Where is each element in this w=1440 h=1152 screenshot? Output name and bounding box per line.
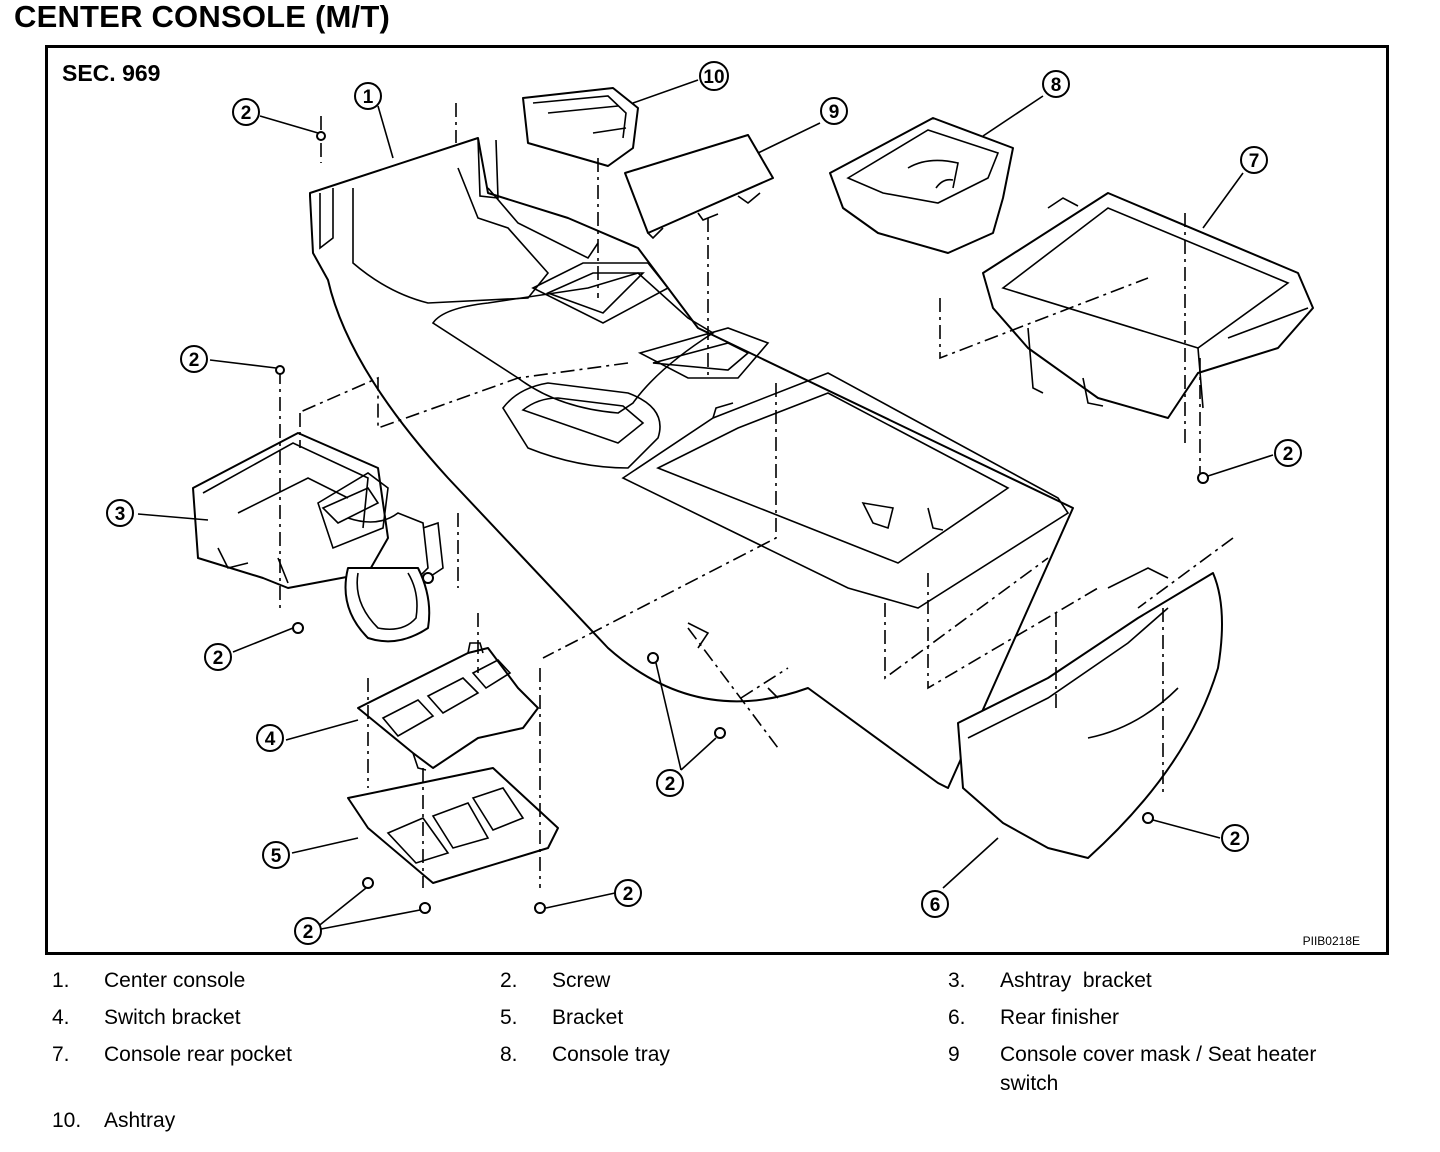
svg-text:3: 3	[115, 504, 126, 525]
console-cover-mask-part	[624, 134, 774, 240]
legend-label: Switch bracket	[104, 1006, 241, 1029]
svg-text:2: 2	[241, 103, 252, 124]
svg-text:2: 2	[1230, 829, 1241, 850]
console-tray-part	[829, 117, 1014, 254]
svg-text:2: 2	[623, 884, 634, 905]
svg-text:1: 1	[363, 87, 374, 108]
parts-legend: 1. Center console 2. Screw 3. Ashtray br…	[0, 962, 1440, 1152]
callout-2f: 2	[656, 769, 684, 797]
svg-text:2: 2	[213, 648, 224, 669]
callout-2e: 2	[614, 879, 642, 907]
callout-8: 8	[1042, 70, 1070, 98]
svg-text:6: 6	[930, 895, 941, 916]
callout-10: 10	[699, 61, 729, 91]
page-title: CENTER CONSOLE (M/T)	[14, 0, 390, 34]
legend-label: Console cover mask / Seat heater switch	[1000, 1043, 1317, 1095]
legend-number: 10.	[52, 1109, 82, 1132]
figure-code: PIIB0218E	[1302, 934, 1360, 948]
svg-text:7: 7	[1249, 151, 1260, 172]
svg-text:2: 2	[189, 350, 200, 371]
legend-number: 6.	[948, 1006, 966, 1029]
callout-5: 5	[262, 841, 290, 869]
diagram-drawing: 1 2 2 3 2 4 5 2 2 2 6 2 2 7 8 9 10	[106, 61, 1314, 945]
svg-text:2: 2	[1283, 444, 1294, 465]
legend-label: Ashtray	[104, 1109, 176, 1132]
callout-3: 3	[106, 499, 134, 527]
callout-2g: 2	[1221, 824, 1249, 852]
callout-9: 9	[820, 97, 848, 125]
legend-number: 8.	[500, 1043, 518, 1066]
svg-text:4: 4	[265, 729, 276, 750]
legend-number: 1.	[52, 969, 70, 992]
legend-label: Screw	[552, 969, 611, 992]
exploded-diagram: SEC. 969 PIIB0218E	[45, 45, 1389, 955]
svg-text:2: 2	[303, 922, 314, 943]
ashtray-bracket-part	[192, 432, 444, 643]
svg-text:2: 2	[665, 774, 676, 795]
section-label: SEC. 969	[62, 60, 161, 86]
svg-text:10: 10	[703, 67, 724, 88]
legend-label: Console tray	[552, 1043, 670, 1066]
callout-2h: 2	[1274, 439, 1302, 467]
legend-number: 2.	[500, 969, 518, 992]
legend-label: Rear finisher	[1000, 1006, 1120, 1029]
callouts: 1 2 2 3 2 4 5 2 2 2 6 2 2 7 8 9 10	[106, 61, 1302, 945]
bracket-part	[347, 767, 559, 884]
legend-number: 5.	[500, 1006, 518, 1029]
legend-label: Bracket	[552, 1006, 624, 1029]
legend-label: Center console	[104, 969, 246, 992]
legend-number: 3.	[948, 969, 966, 992]
callout-1: 1	[354, 82, 382, 110]
console-rear-pocket-part	[982, 192, 1314, 419]
screws	[275, 131, 1209, 914]
svg-text:5: 5	[271, 846, 282, 867]
center-console-part	[309, 137, 1074, 789]
callout-6: 6	[921, 890, 949, 918]
svg-text:8: 8	[1051, 75, 1062, 96]
legend-number: 7.	[52, 1043, 70, 1066]
callout-2c: 2	[204, 643, 232, 671]
legend-number: 9	[948, 1043, 960, 1066]
callout-2b: 2	[180, 345, 208, 373]
callout-2d: 2	[294, 917, 322, 945]
alignment-lines	[279, 103, 1234, 888]
svg-text:9: 9	[829, 102, 840, 123]
legend-label: Console rear pocket	[104, 1043, 292, 1066]
callout-4: 4	[256, 724, 284, 752]
callout-2a: 2	[232, 98, 260, 126]
legend-label: Ashtray bracket	[1000, 969, 1152, 992]
rear-finisher-part	[957, 567, 1223, 859]
leader-lines	[137, 79, 1274, 931]
callout-7: 7	[1240, 146, 1268, 174]
switch-bracket-part	[357, 642, 539, 771]
legend-number: 4.	[52, 1006, 70, 1029]
ashtray-part	[522, 87, 639, 167]
